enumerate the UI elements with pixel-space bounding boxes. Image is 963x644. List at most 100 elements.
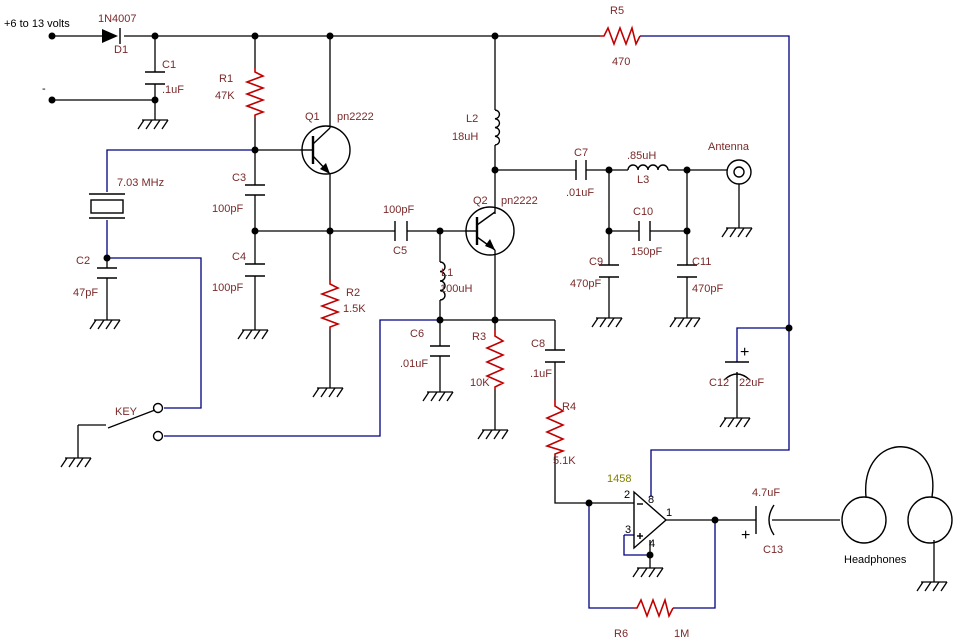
c12-plus-sign: +	[740, 344, 749, 361]
c3-ref: C3	[232, 172, 246, 184]
ic-value: 1458	[607, 473, 631, 485]
capacitor-c12	[723, 361, 751, 381]
key-switch[interactable]	[152, 402, 164, 442]
c7-value: .01uF	[566, 187, 594, 199]
capacitor-c5	[394, 221, 408, 241]
capacitor-c13	[755, 504, 775, 536]
q1-value: pn2222	[337, 111, 374, 123]
headphones-label: Headphones	[844, 554, 907, 566]
capacitor-c1	[145, 71, 165, 85]
ic-pin1: 1	[666, 507, 672, 519]
c10-ref: C10	[633, 206, 653, 218]
l1-value: 100uH	[440, 283, 472, 295]
c13-ref: C13	[763, 544, 783, 556]
r3-ref: R3	[472, 331, 486, 343]
capacitor-c8	[545, 349, 565, 363]
l3-value: .85uH	[627, 150, 656, 162]
capacitor-c4	[245, 263, 265, 277]
l2-value: 18uH	[452, 131, 478, 143]
r1-value: 47K	[215, 90, 235, 102]
supply-negative-label: -	[42, 83, 46, 95]
r6-ref: R6	[614, 628, 628, 640]
c13-plus-sign: +	[741, 527, 750, 544]
ground-icon	[137, 119, 169, 130]
ic-pin4: 4	[649, 538, 655, 550]
ground-icon	[477, 429, 509, 440]
resistor-r1	[244, 68, 266, 118]
transistor-q2	[465, 206, 515, 256]
c6-value: .01uF	[400, 358, 428, 370]
resistor-r2	[319, 280, 341, 330]
labels: +6 to 13 volts - 1N4007 D1 C1 .1uF R1 47…	[4, 5, 907, 640]
ground-icon	[89, 319, 121, 330]
inductor-l1	[439, 261, 446, 301]
c9-ref: C9	[589, 256, 603, 268]
antenna-label: Antenna	[708, 141, 750, 153]
c4-value: 100pF	[212, 282, 243, 294]
c5-ref: C5	[393, 245, 407, 257]
transistor-q1	[300, 125, 351, 175]
d1-ref: D1	[114, 44, 128, 56]
key-label: KEY	[115, 406, 138, 418]
ground-icon	[422, 391, 454, 402]
r4-value: 5.1K	[553, 455, 576, 467]
resistor-r4	[544, 400, 566, 456]
ground-icon	[632, 567, 664, 578]
ground-icon	[591, 317, 623, 328]
capacitor-c2	[97, 267, 117, 279]
r2-ref: R2	[346, 287, 360, 299]
c12-ref: C12	[709, 377, 729, 389]
l2-ref: L2	[466, 113, 478, 125]
c2-value: 47pF	[73, 287, 98, 299]
c4-ref: C4	[232, 251, 246, 263]
capacitor-c3	[245, 184, 265, 196]
l1-ref: L1	[441, 267, 453, 279]
ground-icon	[669, 317, 701, 328]
r1-ref: R1	[219, 73, 233, 85]
c13-value: 4.7uF	[752, 487, 780, 499]
c8-value: .1uF	[530, 368, 552, 380]
c11-ref: C11	[692, 256, 711, 268]
inductor-l3	[627, 164, 669, 171]
resistor-r6	[633, 597, 674, 619]
r4-ref: R4	[562, 401, 576, 413]
ground-icon	[60, 457, 92, 468]
ground-icon	[721, 227, 753, 238]
r2-value: 1.5K	[343, 303, 366, 315]
c1-value: .1uF	[162, 84, 184, 96]
c12-value: 22uF	[739, 377, 764, 389]
capacitor-c10	[638, 221, 651, 241]
junction-dots	[48, 32, 793, 559]
c2-ref: C2	[76, 255, 90, 267]
c1-ref: C1	[162, 59, 176, 71]
r6-value: 1M	[674, 628, 689, 640]
resistor-r5	[600, 25, 641, 47]
r5-ref: R5	[610, 5, 624, 17]
crystal	[89, 193, 125, 219]
op-amp-1458	[620, 490, 668, 550]
wires	[52, 35, 935, 609]
c3-value: 100pF	[212, 203, 243, 215]
c9-value: 470pF	[570, 278, 601, 290]
q2-ref: Q2	[473, 195, 488, 207]
q1-ref: Q1	[305, 111, 320, 123]
antenna-connector	[726, 159, 752, 185]
supply-positive-label: +6 to 13 volts	[4, 18, 70, 30]
crystal-value: 7.03 MHz	[117, 177, 164, 189]
d1-value: 1N4007	[98, 13, 137, 25]
ground-icon	[312, 387, 344, 398]
c8-ref: C8	[531, 338, 545, 350]
ground-icon	[237, 329, 269, 340]
q2-value: pn2222	[501, 195, 538, 207]
headphones	[841, 446, 953, 544]
ground-icon	[916, 581, 948, 592]
c7-ref: C7	[574, 147, 588, 159]
ic-pin2: 2	[624, 489, 630, 501]
l3-ref: L3	[637, 174, 649, 186]
capacitor-c6	[430, 345, 450, 357]
inductor-l2	[494, 109, 501, 146]
resistor-r3	[485, 330, 505, 390]
diode-d1	[102, 28, 121, 44]
c6-ref: C6	[410, 328, 424, 340]
